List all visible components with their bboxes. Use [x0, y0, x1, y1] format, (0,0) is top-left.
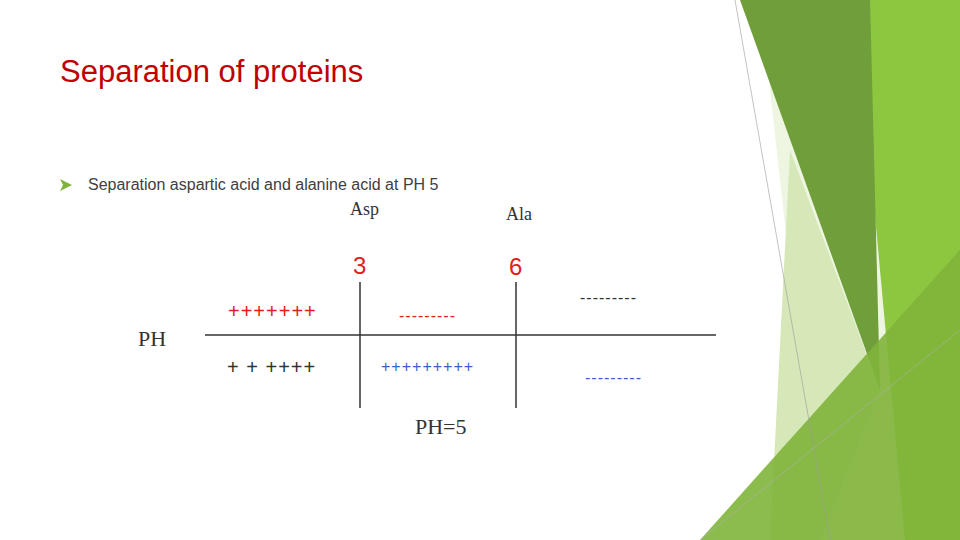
- ph-value: PH=5: [415, 415, 467, 439]
- thin-line: [700, 330, 960, 540]
- charge-sign: +++++++++: [381, 358, 474, 376]
- pi-marker-line: [359, 282, 361, 408]
- ph-axis-line: [205, 334, 716, 336]
- bullet-text: Separation aspartic acid and alanine aci…: [88, 176, 438, 194]
- charge-sign: ---------: [399, 307, 456, 325]
- pi-value: 3: [353, 253, 366, 279]
- thin-line: [735, 0, 830, 540]
- dark-green-band: [740, 0, 880, 390]
- bullet-marker: [60, 179, 72, 191]
- axis-label: PH: [138, 327, 166, 351]
- charge-sign: ---------: [585, 369, 642, 387]
- green-triangle: [700, 250, 960, 540]
- charge-sign: +++++++: [228, 300, 317, 322]
- charge-sign: ---------: [580, 289, 637, 307]
- amino-acid-name: Ala: [506, 205, 532, 225]
- charge-sign: + + ++++: [227, 356, 316, 378]
- pi-marker-line: [515, 282, 517, 408]
- pi-value: 6: [509, 254, 522, 280]
- amino-acid-name: Asp: [350, 200, 379, 220]
- slide-title: Separation of proteins: [60, 55, 363, 89]
